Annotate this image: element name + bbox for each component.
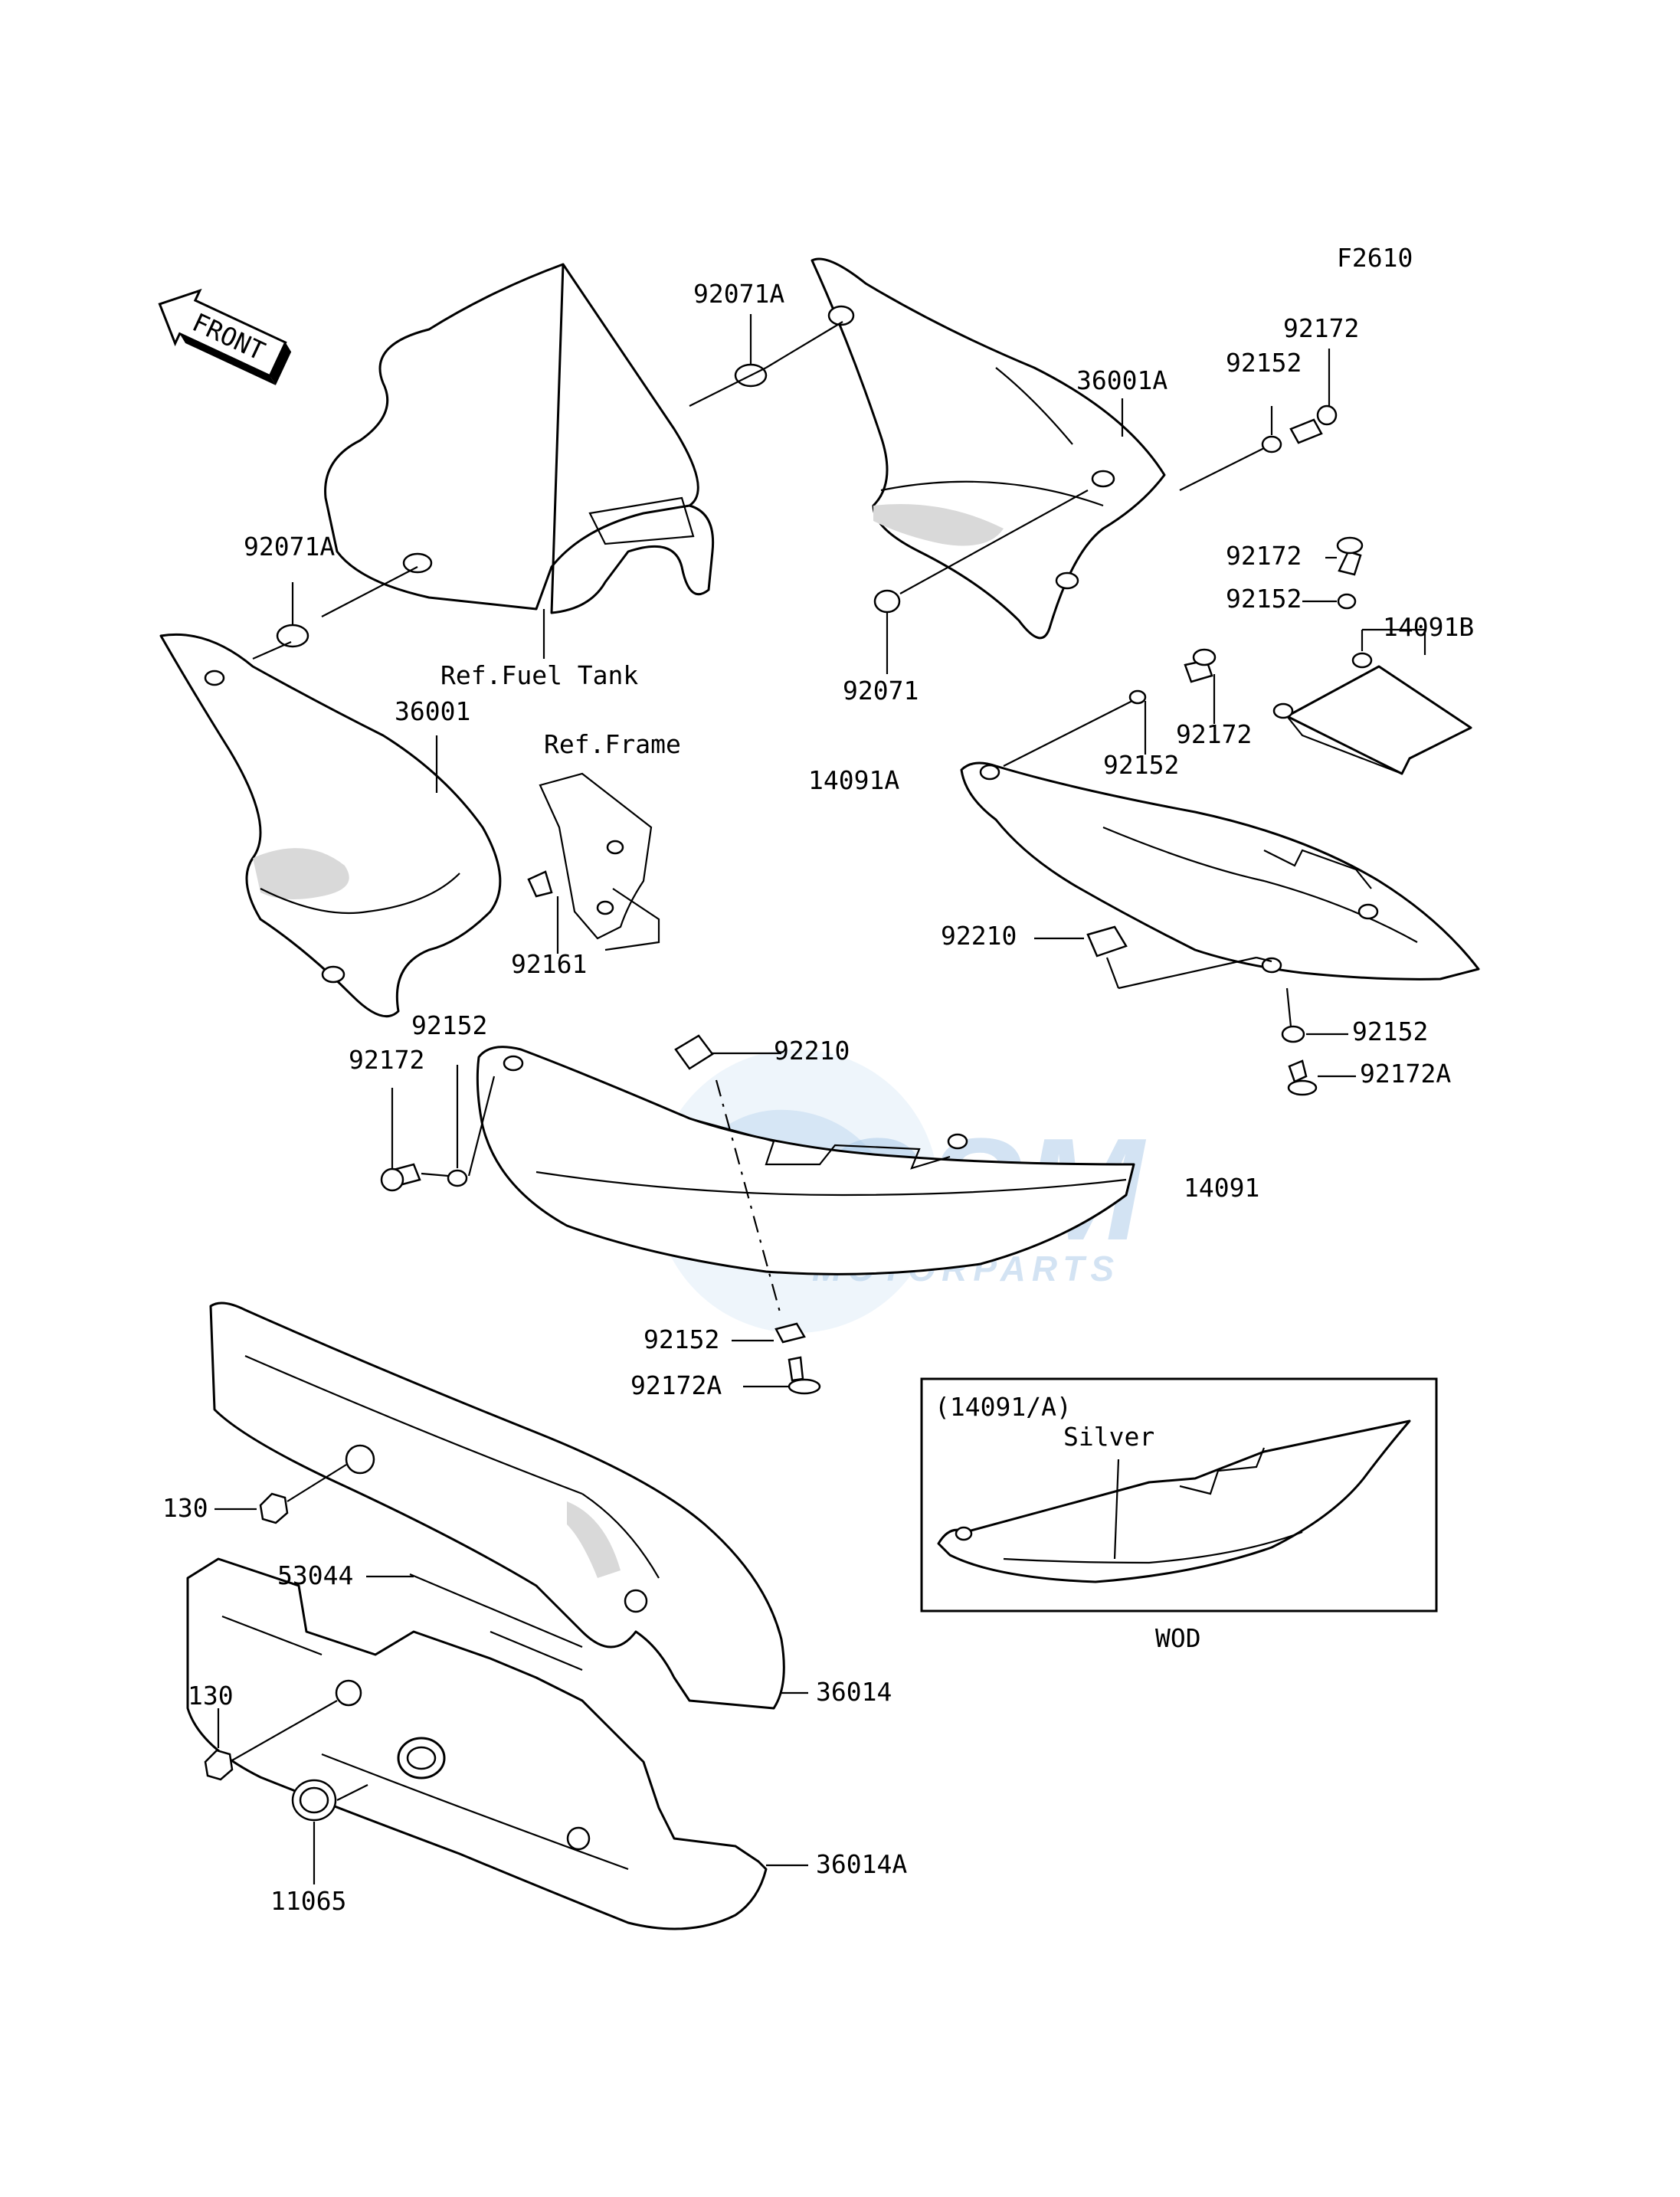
callout-11065: 11065 <box>270 1886 346 1916</box>
inset-ref-label: (14091/A) <box>935 1392 1072 1422</box>
chain-cover-36014 <box>209 1302 785 1710</box>
washer-92152-tr <box>1261 435 1282 453</box>
callout-92071A-left: 92071A <box>244 532 335 562</box>
bracket-14091B <box>1272 628 1472 775</box>
side-panel-14091 <box>476 1046 1135 1275</box>
chain-cover-36014A <box>186 1557 768 1930</box>
side-cover-left <box>159 633 502 1018</box>
washer-92152-mr <box>1337 593 1357 610</box>
inset-caption: WOD <box>1155 1623 1201 1653</box>
callout-92172A-r: 92172A <box>1360 1059 1451 1089</box>
side-cover-right <box>811 257 1166 640</box>
bolt-92172-mr <box>1338 550 1362 576</box>
ref-fuel-tank-label: Ref.Fuel Tank <box>440 660 638 690</box>
callout-14091: 14091 <box>1184 1173 1259 1203</box>
callout-92071A-top: 92071A <box>693 279 784 309</box>
callout-130-bot: 130 <box>188 1681 234 1711</box>
callout-92210-r: 92210 <box>941 921 1017 951</box>
callout-92172-sm: 92172 <box>1176 719 1252 749</box>
washer-92152-sm <box>1128 689 1147 705</box>
clip-92210-m <box>674 1034 714 1070</box>
callout-92152-r: 92152 <box>1352 1017 1428 1046</box>
callout-92152-mr: 92152 <box>1226 584 1302 614</box>
callout-92172A-b: 92172A <box>630 1370 722 1400</box>
fuel-tank-ref <box>324 263 715 659</box>
callout-92071: 92071 <box>843 676 919 706</box>
washer-92152-ml <box>447 1169 468 1187</box>
callout-92161: 92161 <box>511 949 587 979</box>
bolt-130-top <box>259 1492 289 1524</box>
callout-36014: 36014 <box>816 1677 892 1707</box>
clip-92210-r <box>1086 925 1128 958</box>
callout-92152-sm: 92152 <box>1103 750 1179 780</box>
bolt-130-bot <box>204 1749 234 1781</box>
callout-14091B: 14091B <box>1383 612 1474 642</box>
frame-ref <box>527 772 660 954</box>
callout-labels: 92071A 36001A 92172 92152 92071A 92071 9… <box>162 279 1474 1916</box>
callout-14091A: 14091A <box>808 765 899 795</box>
callout-92152-tr: 92152 <box>1226 348 1302 378</box>
strip-53044 <box>366 1573 583 1671</box>
callout-92152-b: 92152 <box>644 1324 719 1354</box>
callout-36001: 36001 <box>395 696 470 726</box>
callout-36014A: 36014A <box>816 1849 907 1879</box>
side-rail-14091A <box>960 761 1480 981</box>
callout-92152-ml: 92152 <box>411 1010 487 1040</box>
washer-92152-b <box>775 1322 806 1344</box>
bolt-92172-tr <box>1289 418 1323 444</box>
ref-frame-label: Ref.Frame <box>544 729 681 759</box>
bolt-92172A-b <box>788 1356 804 1382</box>
grommet-92071 <box>873 589 901 614</box>
grommet-92071A-left <box>276 624 309 648</box>
front-arrow-icon: FRONT <box>158 288 292 385</box>
hardware <box>204 314 1364 1867</box>
callout-130-top: 130 <box>162 1493 208 1523</box>
inset-box: (14091/A) Silver <box>920 1377 1438 1613</box>
callout-92172-mr: 92172 <box>1226 541 1302 571</box>
callout-53044: 53044 <box>277 1560 353 1590</box>
callout-92210-m: 92210 <box>774 1036 850 1066</box>
bolt-92172A-r <box>1288 1059 1308 1083</box>
callout-92172-tr: 92172 <box>1283 313 1359 343</box>
callout-92172-ml: 92172 <box>349 1045 424 1075</box>
grommet-11065 <box>291 1779 368 1884</box>
figure-code: F2610 <box>1337 243 1413 273</box>
washer-92152-r <box>1281 1025 1305 1043</box>
inset-color-note: Silver <box>1063 1422 1154 1452</box>
callout-36001A: 36001A <box>1076 365 1167 395</box>
